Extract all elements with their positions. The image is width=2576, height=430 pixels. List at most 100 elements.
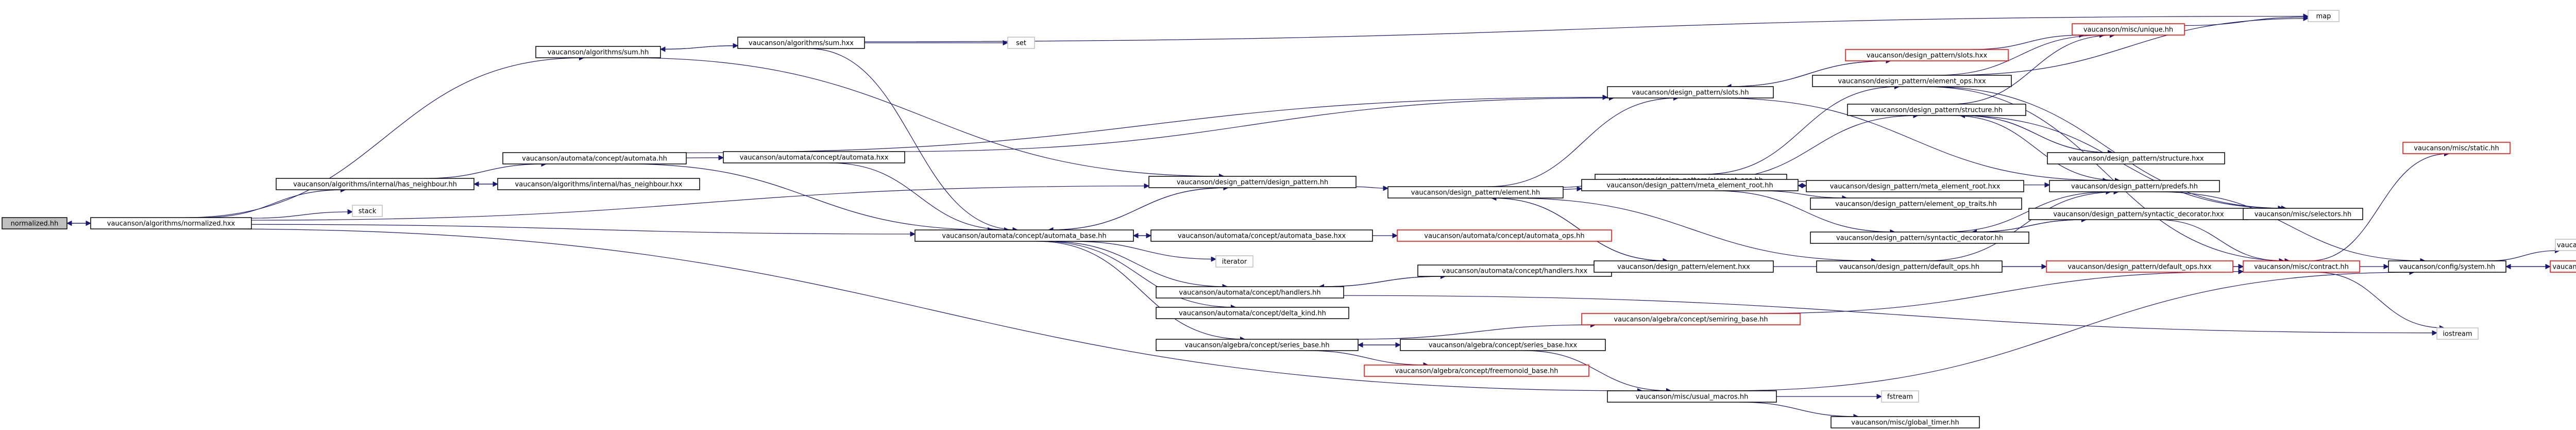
node-label: vaucanson/design_pattern/meta_element_ro… (1830, 183, 2001, 191)
node-auto-concept-handlers-hxx[interactable]: vaucanson/automata/concept/handlers.hxx (1417, 264, 1612, 277)
node-auto-concept-automata-hxx[interactable]: vaucanson/automata/concept/automata.hxx (723, 151, 905, 163)
node-auto-concept-automata-base-hh[interactable]: vaucanson/automata/concept/automata_base… (914, 229, 1134, 242)
node-box (2243, 260, 2360, 273)
node-alg-series-base-hh[interactable]: vaucanson/algebra/concept/series_base.hh (1156, 339, 1359, 351)
node-label: vaucanson/config/conf.hh (2557, 242, 2576, 250)
node-dp-syntactic-decorator-hh[interactable]: vaucanson/design_pattern/syntactic_decor… (1810, 231, 2029, 244)
edges-layer (66, 16, 2560, 417)
node-dp-element-hh[interactable]: vaucanson/design_pattern/element.hh (1387, 186, 1564, 199)
node-dp-syntactic-decorator-hxx[interactable]: vaucanson/design_pattern/syntactic_decor… (2028, 208, 2249, 220)
edge-alg_series_base_hxx-to-misc_usual_macros_hh (1523, 350, 1671, 391)
edge-auto_concept_automata_hh-to-auto_concept_automata_base_hh (626, 163, 993, 230)
node-dp-default-ops-hxx[interactable]: vaucanson/design_pattern/default_ops.hxx (2046, 260, 2233, 273)
node-auto-concept-automata-ops-hh[interactable]: vaucanson/automata/concept/automata_ops.… (1397, 229, 1612, 242)
node-config-math-hh[interactable]: vaucanson/config/math.hh (2550, 260, 2576, 273)
edge-dp_element_ops_hxx-to-misc_contract_hh (1924, 86, 2290, 261)
node-alg-series-base-hxx[interactable]: vaucanson/algebra/concept/series_base.hx… (1400, 339, 1606, 351)
edge-dp_design_pattern_hh-to-auto_concept_automata_base_hh (1048, 187, 1229, 230)
node-auto-concept-automata-hh[interactable]: vaucanson/automata/concept/automata.hh (502, 152, 687, 164)
node-dp-structure-hxx[interactable]: vaucanson/design_pattern/structure.hxx (2047, 152, 2225, 164)
node-config-conf-hh[interactable]: vaucanson/config/conf.hh (2555, 239, 2576, 251)
node-auto-concept-handlers-hh[interactable]: vaucanson/automata/concept/handlers.hh (1156, 286, 1344, 299)
node-alg-normalized-hxx[interactable]: vaucanson/algorithms/normalized.hxx (90, 217, 252, 229)
edge-dp_slots_hxx-to-dp_slots_hh (1726, 60, 1891, 87)
node-misc-usual-macros-hh[interactable]: vaucanson/misc/usual_macros.hh (1607, 390, 1777, 403)
node-misc-contract-hh[interactable]: vaucanson/misc/contract.hh (2243, 260, 2360, 273)
node-label: fstream (1887, 393, 1913, 401)
edge-alg_sum_hxx-to-map (864, 16, 2308, 42)
node-label: vaucanson/algorithms/sum.hh (548, 49, 649, 57)
node-dp-element-op-traits-hh[interactable]: vaucanson/design_pattern/element_op_trai… (1810, 197, 2022, 210)
node-iterator[interactable]: iterator (1215, 255, 1253, 268)
node-label: vaucanson/misc/static.hh (2414, 145, 2499, 153)
edge-alg_semiring_base_hh-to-misc_contract_hh (1756, 272, 2243, 314)
node-dp-element-hxx[interactable]: vaucanson/design_pattern/element.hxx (1594, 260, 1774, 273)
node-label: vaucanson/automata/concept/automata.hh (522, 155, 667, 163)
node-label: vaucanson/design_pattern/default_ops.hxx (2067, 263, 2212, 271)
node-box (1156, 286, 1344, 299)
node-misc-static-hh[interactable]: vaucanson/misc/static.hh (2402, 142, 2511, 154)
edge-dp_syntactic_decorator_hxx-to-misc_contract_hh (2156, 219, 2284, 261)
node-normalized-hh[interactable]: normalized.hh (2, 217, 67, 229)
node-map[interactable]: map (2308, 10, 2340, 22)
node-label: vaucanson/misc/unique.hh (2083, 26, 2173, 34)
edge-dp_design_pattern_hh-to-dp_element_hh (1355, 187, 1388, 188)
edge-dp_slots_hh-to-dp_predefs_hh (1717, 97, 2108, 180)
node-alg-freemonoid-base-hh[interactable]: vaucanson/algebra/concept/freemonoid_bas… (1364, 365, 1589, 377)
node-label: vaucanson/design_pattern/element_op_trai… (1835, 201, 1997, 208)
node-auto-concept-automata-base-hxx[interactable]: vaucanson/automata/concept/automata_base… (1150, 229, 1373, 242)
node-set[interactable]: set (1007, 37, 1035, 49)
edge-dp_structure_hh-to-misc_unique_hh (1950, 35, 2115, 105)
edge-alg_normalized_hxx-to-auto_concept_automata_base_hh (251, 224, 915, 234)
node-alg-semiring-base-hh[interactable]: vaucanson/algebra/concept/semiring_base.… (1581, 313, 1801, 325)
node-box (1847, 104, 2026, 116)
node-alg-int-hn-hh[interactable]: vaucanson/algorithms/internal/has_neighb… (276, 178, 474, 190)
node-label: vaucanson/config/math.hh (2552, 263, 2576, 271)
node-label: vaucanson/algorithms/sum.hxx (749, 40, 854, 47)
node-alg-int-hn-hxx[interactable]: vaucanson/algorithms/internal/has_neighb… (497, 178, 700, 190)
edge-auto_concept_handlers_hxx-to-auto_concept_handlers_hh (1319, 276, 1446, 287)
node-label: vaucanson/design_pattern/structure.hxx (2068, 155, 2204, 163)
node-auto-concept-delta-kind-hh[interactable]: vaucanson/automata/concept/delta_kind.hh (1156, 307, 1349, 319)
node-misc-global-timer-hh[interactable]: vaucanson/misc/global_timer.hh (1831, 416, 1980, 428)
node-dp-meta-element-root-hxx[interactable]: vaucanson/design_pattern/meta_element_ro… (1806, 180, 2024, 192)
node-box (1397, 229, 1612, 242)
edge-alg_sum_hxx-to-alg_sum_hh (660, 45, 738, 49)
node-label: vaucanson/misc/contract.hh (2254, 263, 2349, 271)
node-box (2046, 260, 2233, 273)
node-dp-element-ops-hxx[interactable]: vaucanson/design_pattern/element_ops.hxx (1812, 75, 2012, 87)
node-box (1607, 390, 1777, 403)
node-box (2308, 10, 2340, 22)
node-dp-slots-hh[interactable]: vaucanson/design_pattern/slots.hh (1607, 86, 1774, 98)
node-stack[interactable]: stack (352, 205, 383, 217)
node-label: vaucanson/design_pattern/element.hh (1411, 189, 1540, 197)
node-box (1806, 180, 2024, 192)
node-config-system-hh[interactable]: vaucanson/config/system.hh (2388, 260, 2506, 273)
node-label: vaucanson/automata/concept/automata_ops.… (1424, 233, 1584, 240)
node-label: vaucanson/algebra/concept/semiring_base.… (1614, 316, 1768, 324)
node-dp-meta-element-root-hh[interactable]: vaucanson/design_pattern/meta_element_ro… (1581, 179, 1799, 191)
node-fstream[interactable]: fstream (1881, 390, 1919, 403)
node-box (2555, 239, 2576, 251)
node-alg-sum-hxx[interactable]: vaucanson/algorithms/sum.hxx (737, 37, 865, 49)
node-label: iterator (1222, 258, 1247, 266)
node-misc-selectors-hh[interactable]: vaucanson/misc/selectors.hh (2243, 208, 2363, 220)
node-dp-slots-hxx[interactable]: vaucanson/design_pattern/slots.hxx (1845, 49, 2009, 61)
node-misc-unique-hh[interactable]: vaucanson/misc/unique.hh (2072, 23, 2185, 36)
node-alg-sum-hh[interactable]: vaucanson/algorithms/sum.hh (535, 46, 661, 58)
node-box (2436, 327, 2479, 340)
edge-misc_usual_macros_hh-to-misc_global_timer_hh (1739, 402, 1858, 417)
node-iostream[interactable]: iostream (2436, 327, 2479, 340)
edge-alg_normalized_hxx-to-dp_design_pattern_hh (251, 186, 1149, 221)
node-dp-structure-hh[interactable]: vaucanson/design_pattern/structure.hh (1847, 104, 2026, 116)
node-label: vaucanson/design_pattern/meta_element_ro… (1606, 182, 1773, 190)
node-dp-design-pattern-hh[interactable]: vaucanson/design_pattern/design_pattern.… (1148, 176, 1357, 188)
node-dp-default-ops-hh[interactable]: vaucanson/design_pattern/default_ops.hh (1816, 260, 2003, 273)
edge-auto_concept_automata_hh-to-dp_slots_hh (686, 97, 1607, 153)
node-box (2072, 23, 2185, 36)
node-label: vaucanson/design_pattern/design_pattern.… (1177, 179, 1328, 187)
edge-auto_concept_handlers_hh-to-iostream (1343, 295, 2437, 333)
node-dp-predefs-hh[interactable]: vaucanson/design_pattern/predefs.hh (2049, 180, 2220, 192)
node-box (497, 178, 700, 190)
